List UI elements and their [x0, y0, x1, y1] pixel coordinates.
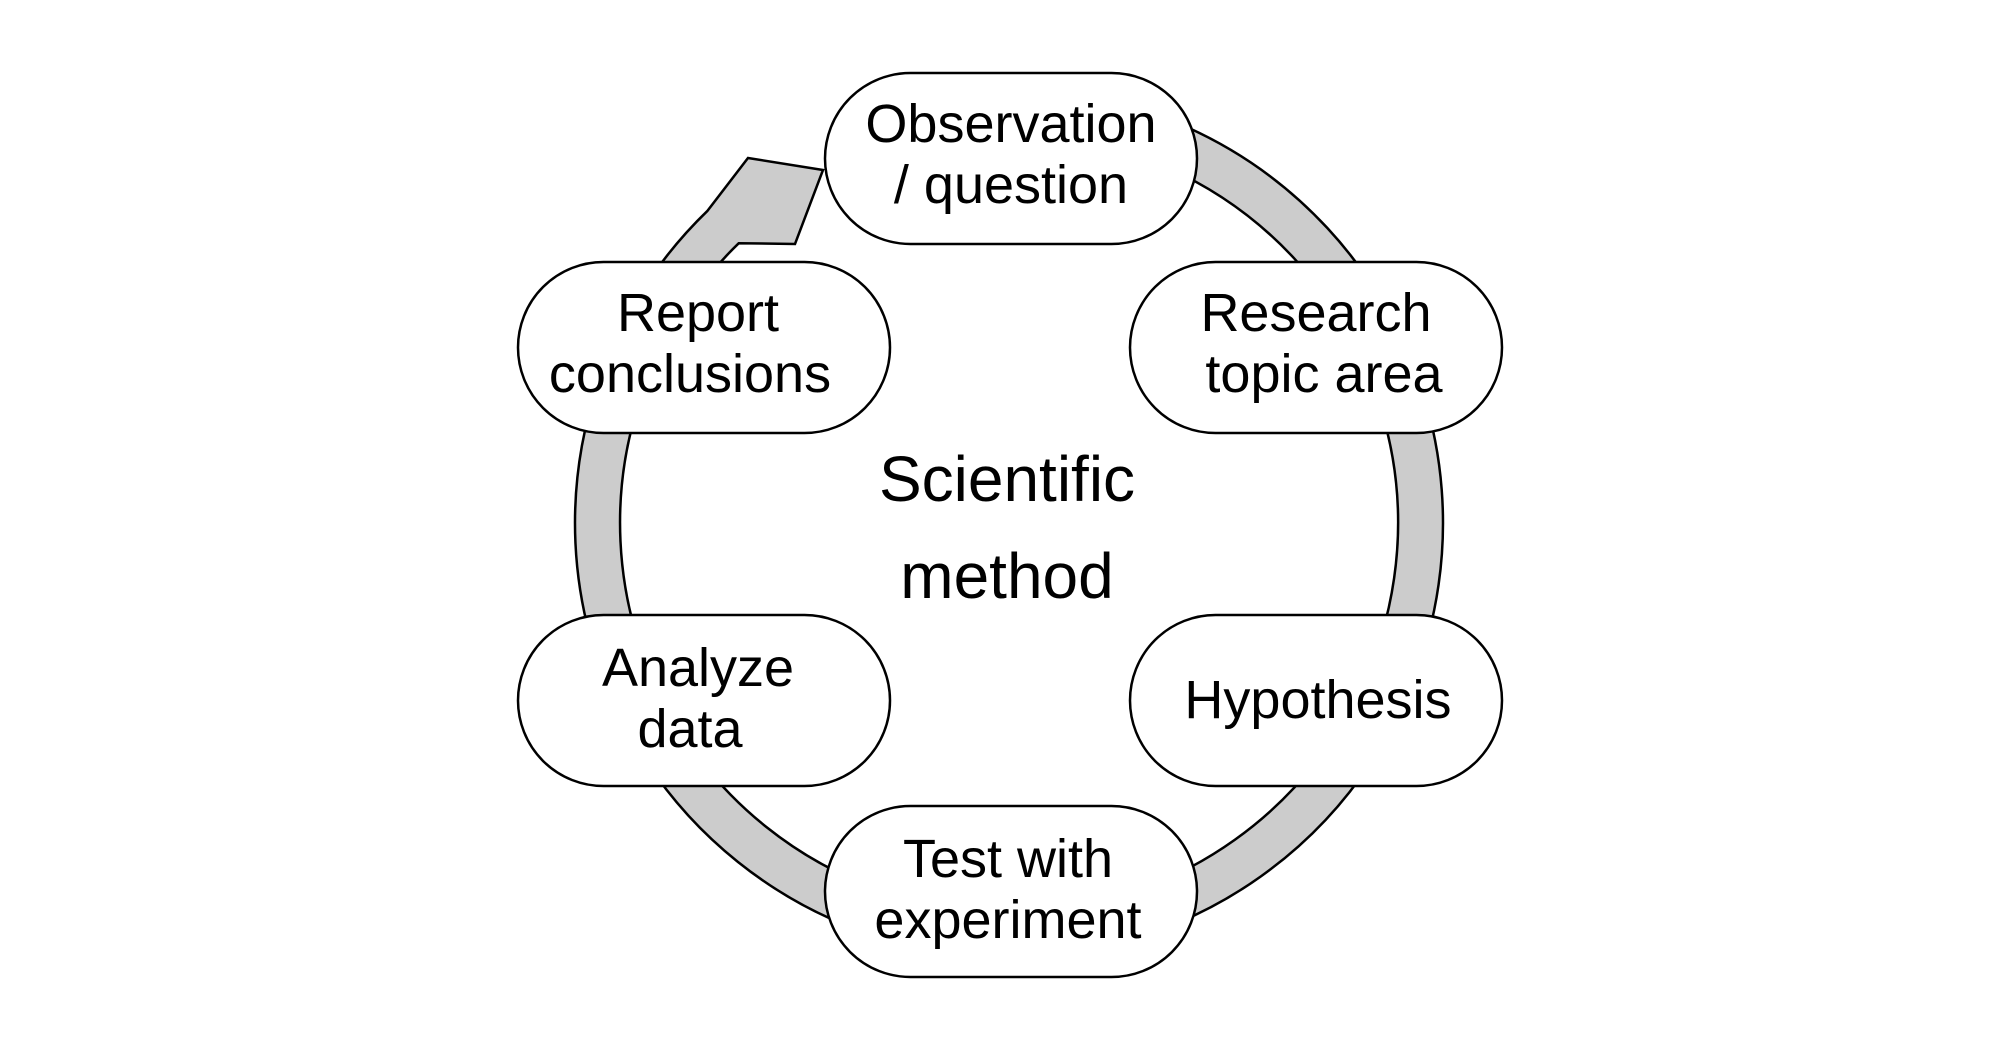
step-research-line2: topic area — [1205, 344, 1443, 404]
step-analyze-line2: data — [637, 699, 743, 759]
step-research-box — [1128, 260, 1504, 435]
step-report-box — [516, 260, 892, 435]
step-test-line1: Test with — [903, 829, 1113, 889]
step-hypothesis: Hypothesis — [1128, 613, 1504, 788]
step-report: Report conclusions — [516, 260, 892, 435]
step-hypothesis-line1: Hypothesis — [1184, 670, 1451, 730]
step-test: Test with experiment — [823, 804, 1199, 979]
step-research-line1: Research — [1200, 283, 1431, 343]
step-hypothesis-box — [1128, 613, 1504, 788]
step-research: Research topic area — [1128, 260, 1504, 435]
center-title-line2: method — [900, 540, 1113, 612]
step-analyze-line1: Analyze — [602, 638, 794, 698]
step-observation-box — [823, 71, 1199, 246]
step-observation: Observation / question — [823, 71, 1199, 246]
step-analyze-box — [516, 613, 892, 788]
center-title-line1: Scientific — [879, 443, 1135, 515]
step-test-line2: experiment — [874, 890, 1141, 950]
step-test-box — [823, 804, 1199, 979]
step-report-line2: conclusions — [549, 344, 831, 404]
step-analyze: Analyze data — [516, 613, 892, 788]
step-observation-line2: / question — [894, 155, 1128, 215]
step-observation-line1: Observation — [865, 94, 1156, 154]
step-report-line1: Report — [617, 283, 779, 343]
